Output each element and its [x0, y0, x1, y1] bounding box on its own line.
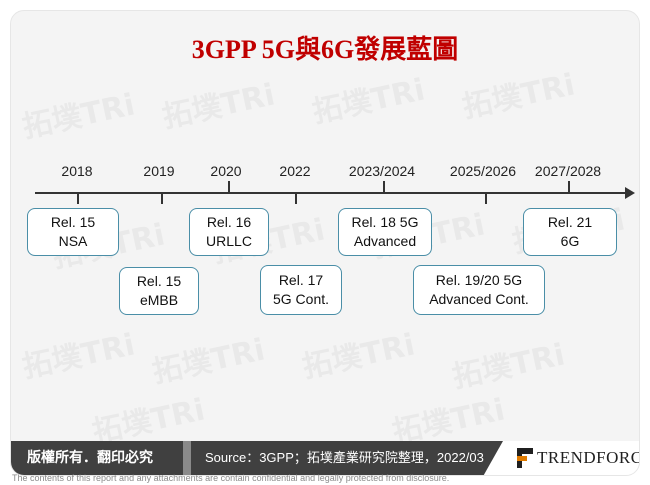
- release-line1: Rel. 18 5G: [351, 214, 419, 230]
- trendforce-logo-icon: [517, 448, 533, 468]
- timeline-tick: [485, 192, 487, 204]
- release-line1: Rel. 16: [206, 214, 252, 230]
- brand-name: TRENDFORCE: [537, 448, 639, 467]
- watermark: 拓墣TRi: [158, 70, 279, 137]
- release-box-rel15-embb: Rel. 15 eMBB: [119, 267, 199, 315]
- year-label: 2025/2026: [449, 163, 517, 179]
- release-line1: Rel. 15: [136, 273, 182, 289]
- timeline-tick: [77, 192, 79, 204]
- source-label: Source：3GPP；拓墣產業研究院整理，2022/03: [205, 450, 484, 465]
- release-line1: Rel. 17: [278, 272, 324, 288]
- slide: 拓墣TRi 拓墣TRi 拓墣TRi 拓墣TRi 拓墣TRi 拓墣TRi 拓墣TR…: [10, 10, 640, 476]
- year-label: 2023/2024: [348, 163, 416, 179]
- watermark: 拓墣TRi: [308, 65, 429, 132]
- year-label: 2018: [61, 163, 93, 179]
- release-line1: Rel. 21: [547, 214, 593, 230]
- release-line2: URLLC: [206, 233, 252, 249]
- release-box-rel15-nsa: Rel. 15 NSA: [27, 208, 119, 256]
- release-line1: Rel. 19/20 5G: [435, 272, 523, 288]
- release-box-rel16-urllc: Rel. 16 URLLC: [189, 208, 269, 256]
- year-label: 2020: [210, 163, 242, 179]
- source-banner: Source：3GPP；拓墣產業研究院整理，2022/03: [183, 441, 503, 475]
- timeline-tick: [295, 192, 297, 204]
- page-title: 3GPP 5G與6G發展藍圖: [191, 35, 459, 64]
- copyright-label: 版權所有．翻印必究: [11, 441, 191, 475]
- footer-bar: 版權所有．翻印必究 Source：3GPP；拓墣產業研究院整理，2022/03 …: [11, 441, 639, 475]
- release-line2: eMBB: [139, 292, 179, 308]
- watermark: 拓墣TRi: [298, 320, 419, 387]
- watermark: 拓墣TRi: [458, 60, 579, 127]
- timeline-arrow: [625, 187, 635, 199]
- timeline-axis: [35, 192, 627, 194]
- trendforce-logo: TRENDFORCE: [517, 447, 639, 469]
- year-label: 2019: [143, 163, 175, 179]
- release-box-rel21: Rel. 21 6G: [523, 208, 617, 256]
- release-line2: Advanced: [353, 233, 417, 249]
- timeline-tick: [161, 192, 163, 204]
- year-label: 2027/2028: [534, 163, 602, 179]
- release-line2: NSA: [58, 233, 88, 249]
- release-line2: 6G: [560, 233, 580, 249]
- timeline-tick: [228, 181, 230, 193]
- release-line2: 5G Cont.: [272, 291, 330, 307]
- release-box-rel19-20: Rel. 19/20 5G Advanced Cont.: [413, 265, 545, 315]
- watermark: 拓墣TRi: [148, 325, 269, 392]
- timeline-tick: [568, 181, 570, 193]
- watermark: 拓墣TRi: [448, 330, 569, 397]
- timeline-tick: [383, 181, 385, 193]
- footer-separator: [183, 441, 191, 475]
- watermark: 拓墣TRi: [18, 320, 139, 387]
- release-box-rel18: Rel. 18 5G Advanced: [338, 208, 432, 256]
- watermark: 拓墣TRi: [18, 80, 139, 147]
- release-box-rel17: Rel. 17 5G Cont.: [260, 265, 342, 315]
- release-line1: Rel. 15: [50, 214, 96, 230]
- year-label: 2022: [279, 163, 311, 179]
- disclaimer-text: The contents of this report and any atta…: [12, 473, 450, 483]
- release-line2: Advanced Cont.: [429, 291, 529, 307]
